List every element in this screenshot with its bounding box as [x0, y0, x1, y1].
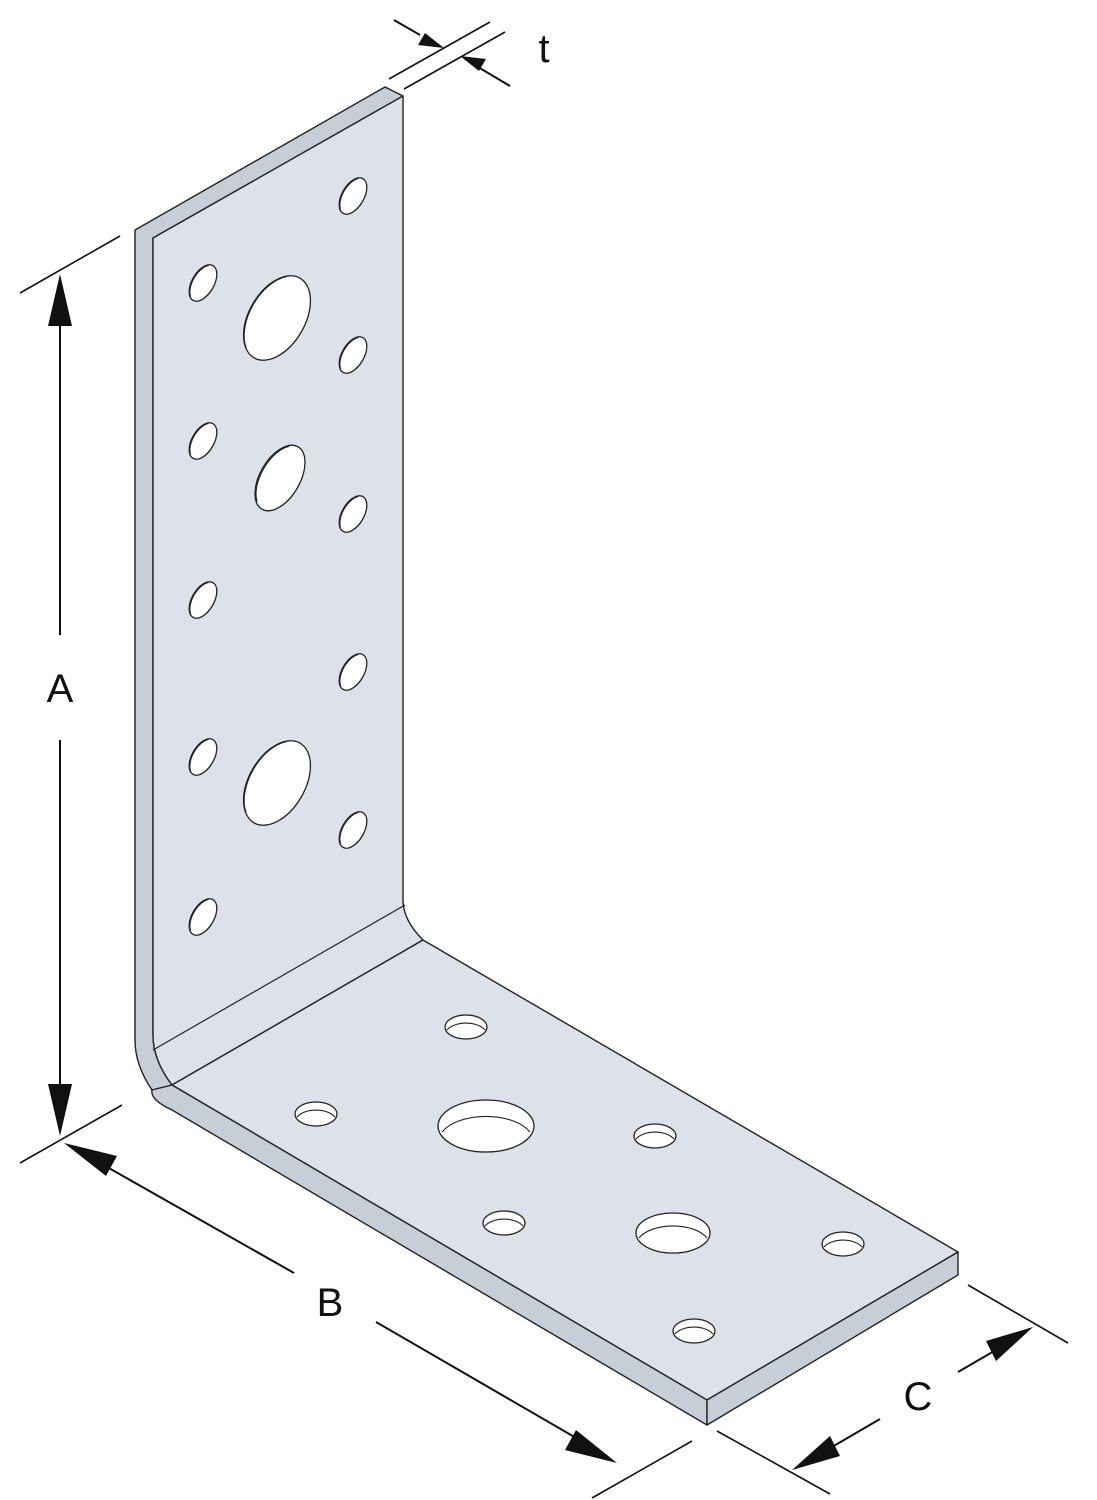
dimension-t-ext-inner: [403, 31, 506, 90]
small-hole: [444, 1014, 488, 1040]
dimension-c-label: C: [904, 1375, 933, 1419]
bend-seam-line: [152, 904, 406, 1051]
large-hole: [254, 444, 306, 512]
small-hole: [482, 1210, 526, 1236]
dimension-t: t: [388, 19, 550, 90]
dimension-c-arrow-upper: [986, 1327, 1033, 1361]
small-hole: [188, 581, 218, 619]
small-hole: [338, 811, 368, 849]
dimension-b-arrow-start: [64, 1143, 117, 1176]
horizontal-leg-holes: [294, 1014, 865, 1344]
dimension-c-ext-right: [967, 1284, 1069, 1344]
small-hole: [188, 422, 218, 460]
small-hole: [338, 336, 368, 374]
dimension-b: B: [64, 1143, 693, 1499]
small-hole: [338, 495, 368, 533]
small-hole: [188, 898, 218, 936]
small-hole: [672, 1318, 716, 1344]
vertical-leg-holes: [188, 177, 368, 936]
dimension-a-ext-bottom: [19, 1104, 123, 1164]
large-hole: [242, 740, 312, 826]
dimension-a-arrow-top: [48, 274, 72, 326]
large-hole: [437, 1099, 535, 1153]
dimension-t-line-left: [393, 19, 421, 36]
dimension-t-arrow-left: [418, 33, 444, 48]
dimension-c-ext-left: [716, 1430, 831, 1495]
small-hole: [188, 738, 218, 776]
dimension-a-arrow-bottom: [48, 1084, 72, 1136]
dimension-t-arrow-right: [460, 56, 486, 71]
dimension-t-label: t: [538, 27, 549, 71]
dimension-c-arrow-lower: [792, 1436, 840, 1470]
dimension-a: A: [19, 235, 123, 1164]
dimension-b-label: B: [317, 1281, 344, 1325]
small-hole: [188, 264, 218, 302]
small-hole: [633, 1123, 677, 1149]
large-hole: [242, 275, 312, 361]
horizontal-leg-end-edge: [706, 1251, 959, 1426]
dimension-t-line-right: [477, 66, 511, 87]
vertical-leg: [134, 86, 424, 1091]
large-hole: [635, 1212, 711, 1254]
small-hole: [338, 653, 368, 691]
dimension-b-arrow-end: [565, 1430, 617, 1463]
dimension-t-ext-outer: [388, 21, 491, 80]
vertical-leg-face: [152, 95, 424, 1086]
dimension-b-line-upper: [99, 1162, 295, 1274]
horizontal-leg: [151, 904, 959, 1426]
dimension-b-line-lower: [375, 1321, 591, 1447]
dimension-b-ext-end: [591, 1440, 693, 1499]
dimension-a-label: A: [47, 667, 74, 711]
small-hole: [338, 177, 368, 215]
small-hole: [821, 1231, 865, 1257]
dimension-a-ext-top: [19, 235, 121, 294]
small-hole: [294, 1101, 338, 1127]
dimension-c: C: [716, 1284, 1069, 1495]
